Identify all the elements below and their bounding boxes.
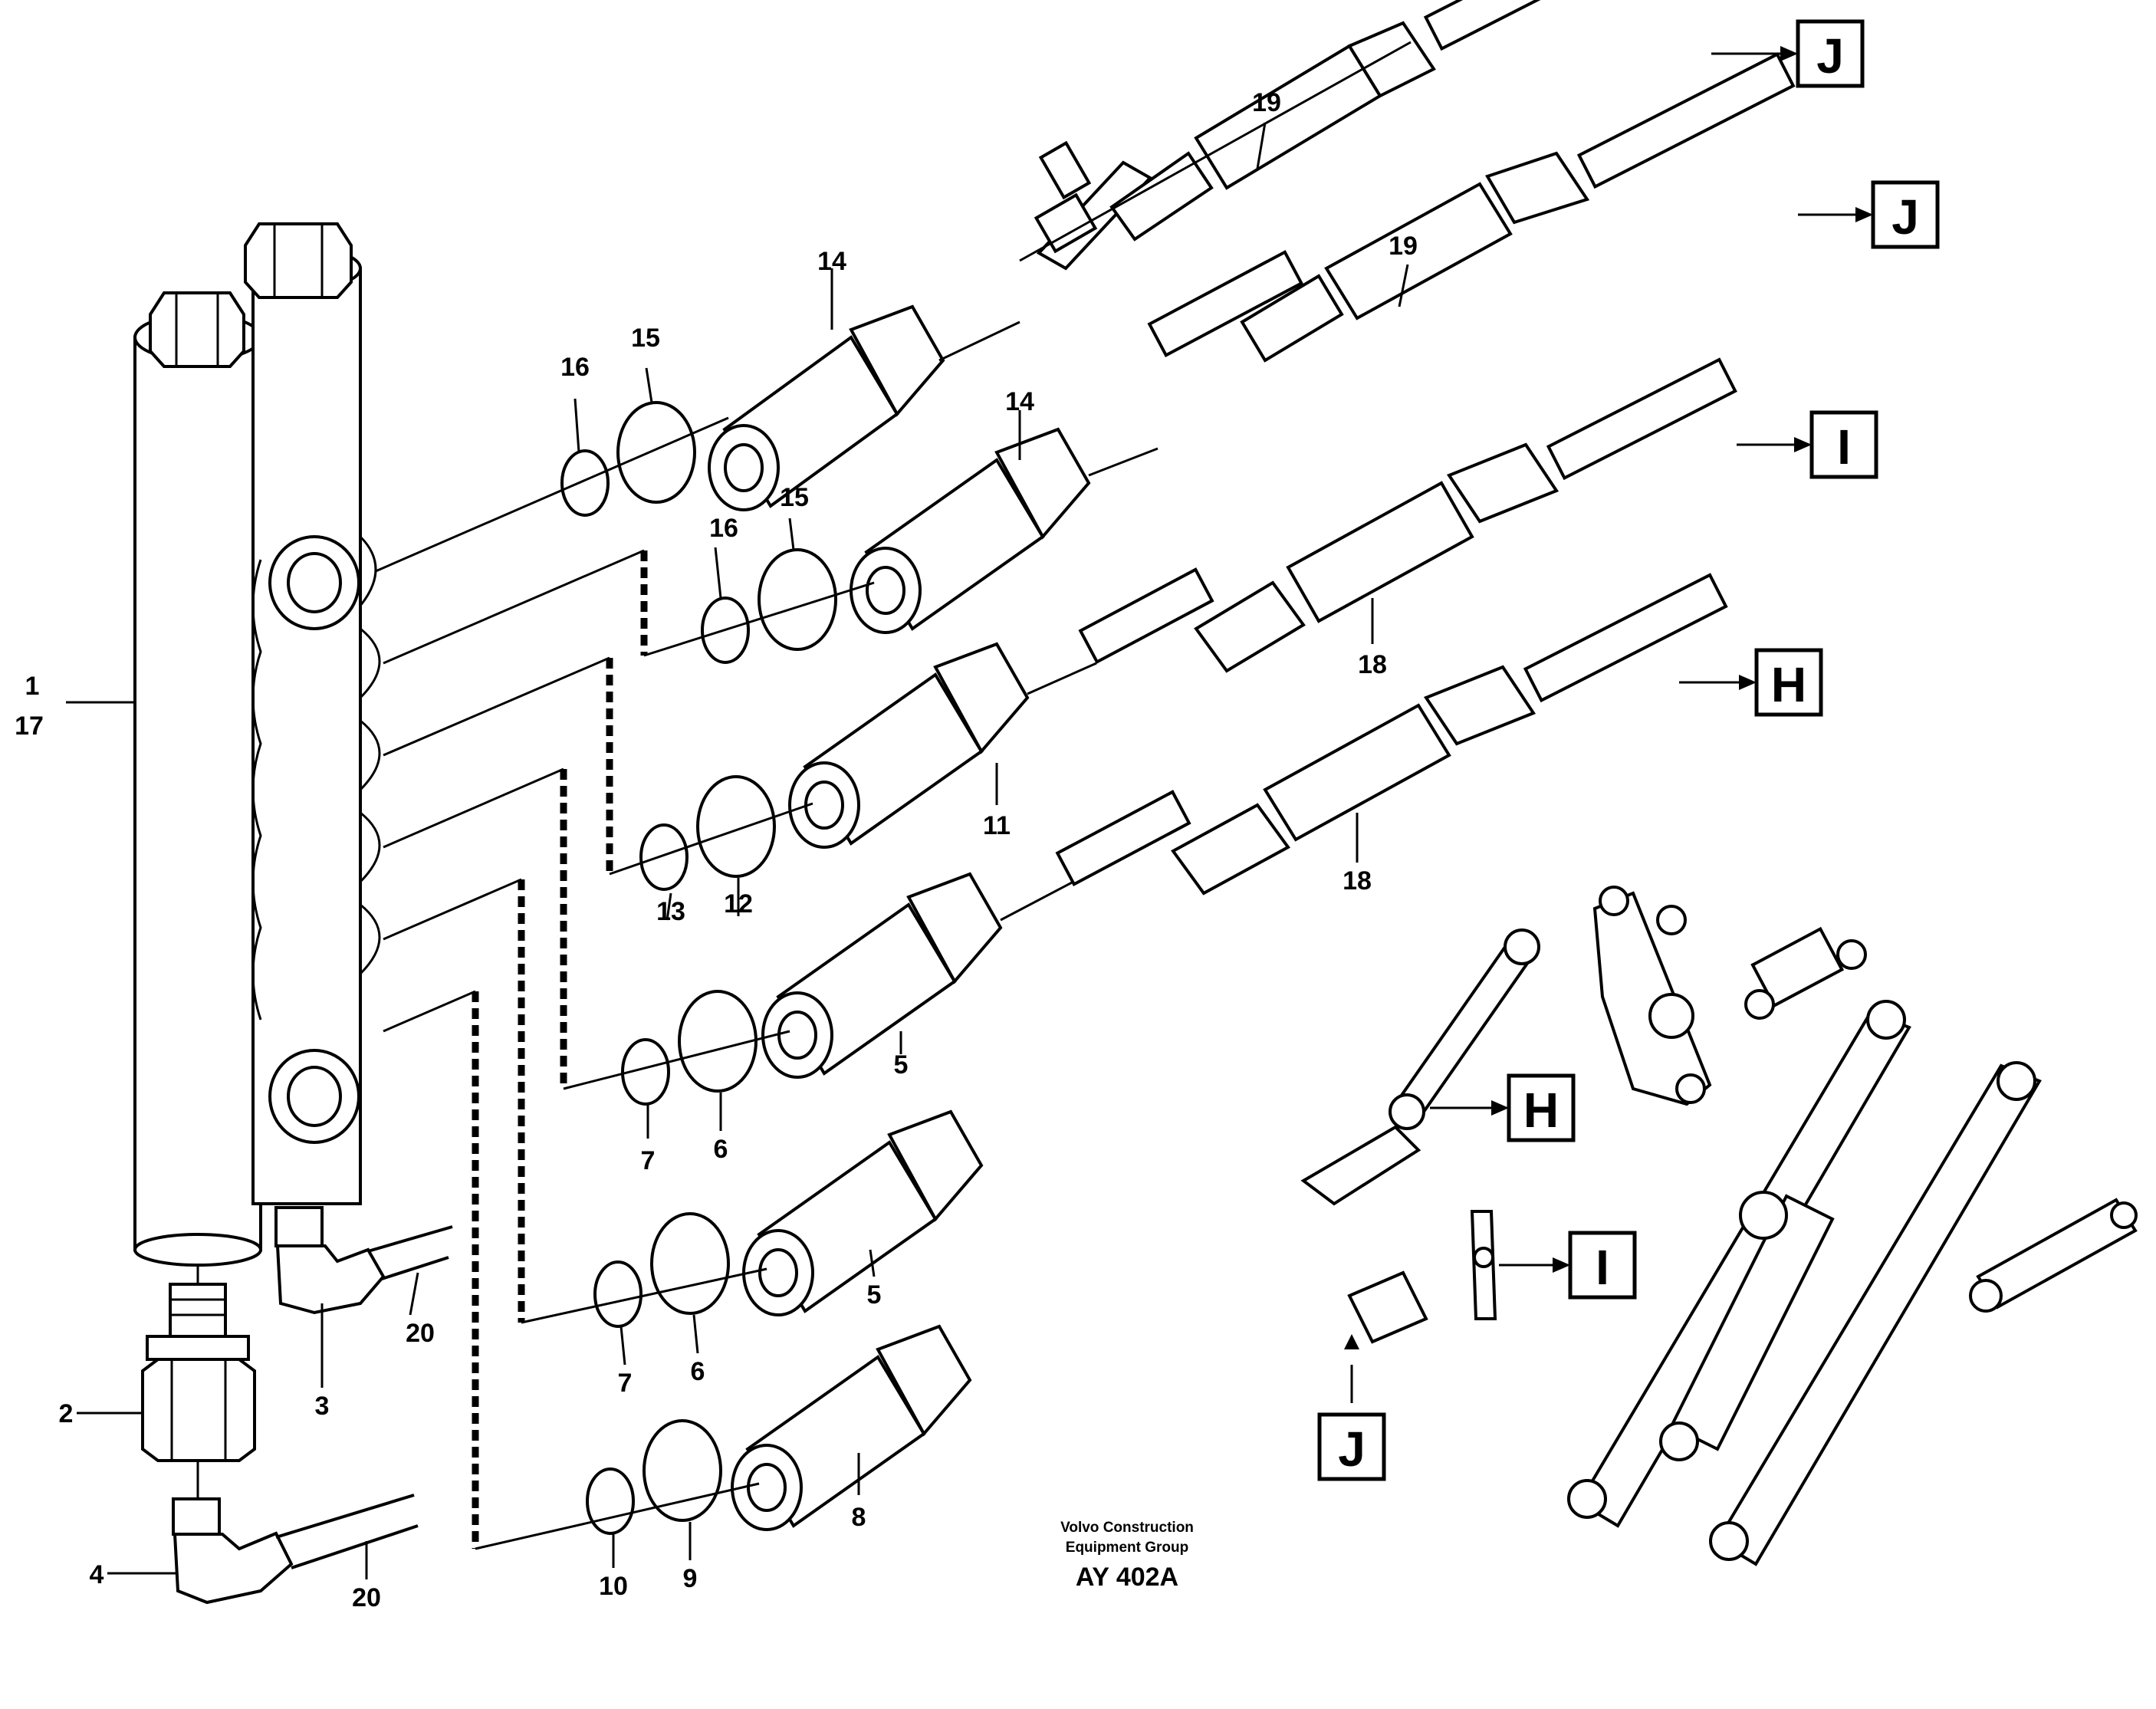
marker-j-top-label: J — [1816, 28, 1844, 84]
valve-block — [133, 222, 381, 1267]
callout-labels: 1 17 2 3 4 20 20 16 15 14 16 15 14 19 19… — [15, 88, 1418, 1612]
marker-h-fourth: H — [1679, 648, 1823, 717]
callout-16-lower: 16 — [709, 514, 738, 543]
callout-5-upper: 5 — [894, 1050, 909, 1080]
drawing-code: AY 402A — [1076, 1563, 1178, 1592]
credit-line-2: Equipment Group — [1066, 1540, 1188, 1556]
marker-i-third: I — [1737, 410, 1878, 479]
marker-h-detail: H — [1430, 1073, 1576, 1142]
callout-7-lower: 7 — [618, 1369, 633, 1398]
adapter-11 — [788, 642, 1030, 849]
callout-9: 9 — [683, 1564, 698, 1593]
callout-14-upper: 14 — [817, 247, 846, 276]
callout-6-upper: 6 — [714, 1135, 728, 1164]
credit-block: Volvo Construction Equipment Group AY 40… — [1060, 1520, 1194, 1592]
callout-19-lower: 19 — [1389, 232, 1418, 261]
fittings-below-block — [141, 1206, 453, 1605]
callout-10: 10 — [599, 1572, 628, 1601]
callout-15-upper: 15 — [631, 324, 660, 353]
marker-i-third-label: I — [1837, 419, 1851, 475]
adapters — [708, 304, 1091, 1531]
callout-17: 17 — [15, 712, 44, 741]
hose-18-fourth — [1055, 573, 1728, 896]
callout-2: 2 — [59, 1399, 74, 1428]
callout-7-upper: 7 — [641, 1146, 656, 1175]
hose-assemblies — [1019, 0, 1796, 896]
marker-j-detail-label: J — [1338, 1421, 1366, 1477]
callout-18-upper: 18 — [1358, 650, 1387, 679]
adapter-5-lower — [742, 1109, 984, 1316]
callout-16-upper: 16 — [560, 353, 590, 382]
callout-15-lower: 15 — [780, 483, 809, 512]
callout-4: 4 — [90, 1560, 104, 1589]
callout-8: 8 — [852, 1503, 866, 1532]
o-rings — [560, 401, 837, 1535]
marker-h-detail-label: H — [1523, 1083, 1559, 1138]
callout-1: 1 — [25, 672, 40, 701]
adapter-8 — [731, 1324, 972, 1531]
marker-i-detail-label: I — [1596, 1240, 1609, 1295]
leader-lines — [66, 122, 1409, 1579]
callout-11: 11 — [983, 811, 1011, 840]
callout-3: 3 — [315, 1392, 330, 1421]
marker-j-second-label: J — [1891, 189, 1919, 245]
callout-20-upper: 20 — [406, 1319, 435, 1348]
callout-12: 12 — [724, 889, 753, 919]
credit-line-1: Volvo Construction — [1060, 1520, 1194, 1536]
hose-18-third — [1078, 357, 1737, 673]
hose-19-top — [1019, 0, 1622, 271]
callout-6-lower: 6 — [691, 1357, 705, 1386]
marker-j-top: J — [1711, 19, 1865, 88]
callout-5-lower: 5 — [867, 1280, 882, 1310]
callout-18-lower: 18 — [1343, 866, 1372, 896]
callout-13: 13 — [656, 897, 685, 926]
adapter-5-upper — [761, 872, 1003, 1079]
callout-19-upper: 19 — [1252, 88, 1281, 117]
marker-i-detail: I — [1499, 1231, 1637, 1300]
callout-14-lower: 14 — [1005, 387, 1034, 416]
adapter-14-upper — [708, 304, 945, 511]
marker-j-detail: J — [1317, 1334, 1386, 1481]
loader-arm-detail — [1300, 886, 2138, 1566]
marker-h-fourth-label: H — [1771, 657, 1806, 712]
connection-lines — [375, 320, 1159, 1550]
marker-j-second: J — [1798, 180, 1940, 249]
adapter-14-lower — [850, 427, 1091, 634]
callout-20-lower: 20 — [352, 1583, 381, 1612]
hose-19-second — [1147, 52, 1796, 363]
